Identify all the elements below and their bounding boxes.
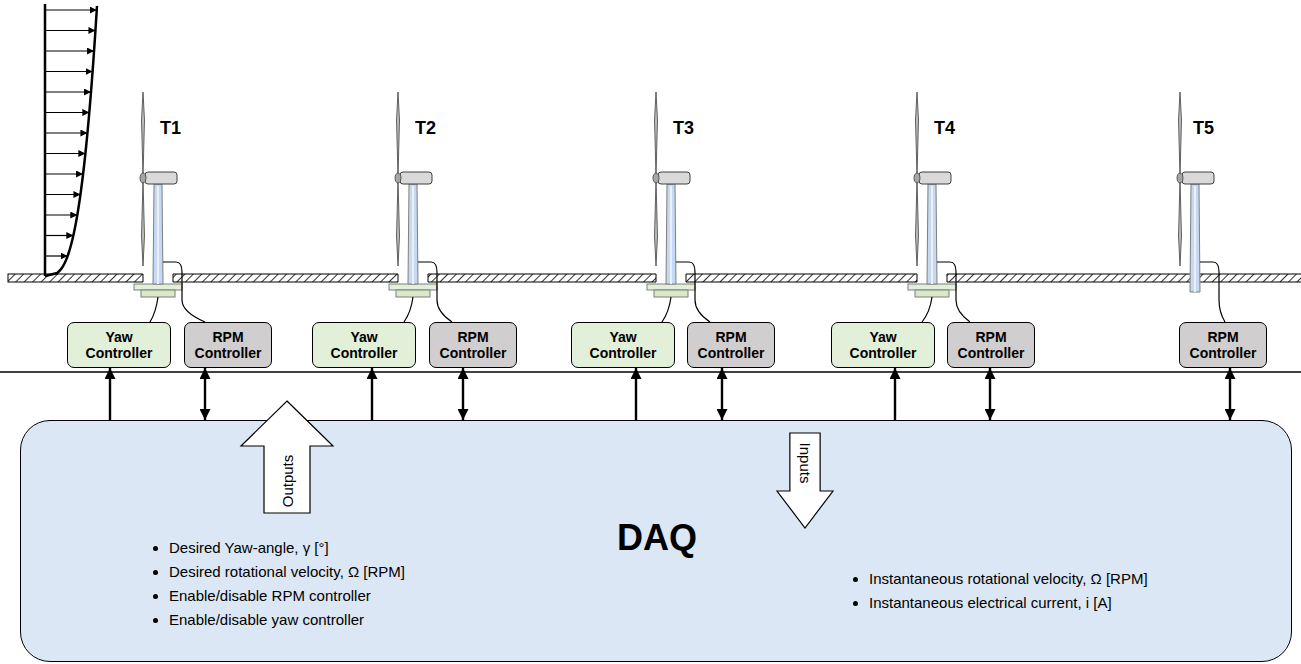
rpm-controller: RPM Controller xyxy=(947,322,1035,368)
signal-arrow xyxy=(721,368,723,420)
turbine xyxy=(134,92,205,322)
turbine-label: T1 xyxy=(160,118,181,139)
velocity-arrow xyxy=(45,173,83,174)
velocity-arrow xyxy=(45,235,73,236)
signal-item: Instantaneous rotational velocity, Ω [RP… xyxy=(869,567,1148,591)
velocity-arrow xyxy=(45,194,80,195)
turbine-label: T5 xyxy=(1193,118,1214,139)
velocity-arrow xyxy=(45,132,87,133)
input-list: Instantaneous rotational velocity, Ω [RP… xyxy=(847,567,1148,615)
signal-arrow xyxy=(462,368,464,420)
bullet-list: Desired Yaw-angle, γ [°]Desired rotation… xyxy=(147,536,405,632)
velocity-arrow xyxy=(45,255,68,256)
signal-item: Enable/disable RPM controller xyxy=(169,584,405,608)
block-arrow-shape xyxy=(241,401,333,513)
controller-label: RPM Controller xyxy=(692,329,770,361)
signal-arrow xyxy=(204,368,206,420)
controller-label: RPM Controller xyxy=(434,329,512,361)
daq-box: DAQDesired Yaw-angle, γ [°]Desired rotat… xyxy=(20,420,1292,662)
turbine xyxy=(389,92,452,322)
signal-arrow xyxy=(894,368,896,420)
bus-line xyxy=(0,371,1301,372)
signal-item: Desired rotational velocity, Ω [RPM] xyxy=(169,560,405,584)
signal-item: Instantaneous electrical current, i [A] xyxy=(869,591,1148,615)
block-arrow-shape xyxy=(777,433,833,528)
controller-label: Yaw Controller xyxy=(836,329,930,361)
turbine-label: T3 xyxy=(673,118,694,139)
controller-label: Yaw Controller xyxy=(317,329,411,361)
velocity-arrow xyxy=(45,91,91,92)
turbine-label: T2 xyxy=(415,118,436,139)
rpm-controller: RPM Controller xyxy=(184,322,272,368)
daq-title: DAQ xyxy=(21,517,1293,559)
signal-arrow xyxy=(371,368,373,420)
controller-label: Yaw Controller xyxy=(576,329,670,361)
velocity-arrow xyxy=(45,71,93,72)
rpm-controller: RPM Controller xyxy=(1179,322,1267,368)
yaw-controller: Yaw Controller xyxy=(571,322,675,368)
yaw-controller: Yaw Controller xyxy=(831,322,935,368)
inflow-profile xyxy=(45,4,97,276)
velocity-arrow xyxy=(45,214,77,215)
bullet-list: Instantaneous rotational velocity, Ω [RP… xyxy=(847,567,1148,615)
turbine xyxy=(1177,92,1225,322)
signal-arrow xyxy=(635,368,637,420)
velocity-arrow xyxy=(45,112,89,113)
velocity-arrow xyxy=(45,30,95,31)
rpm-controller: RPM Controller xyxy=(429,322,517,368)
yaw-controller: Yaw Controller xyxy=(312,322,416,368)
velocity-arrow xyxy=(45,50,94,51)
turbine xyxy=(908,92,970,322)
signal-arrow xyxy=(989,368,991,420)
velocity-arrow xyxy=(45,9,97,10)
signal-item: Enable/disable yaw controller xyxy=(169,608,405,632)
arrow-label: Inputs xyxy=(797,443,814,484)
inputs-arrow: Inputs xyxy=(777,433,833,528)
controller-label: RPM Controller xyxy=(189,329,267,361)
velocity-arrow xyxy=(45,153,85,154)
yaw-controller: Yaw Controller xyxy=(67,322,171,368)
controller-label: Yaw Controller xyxy=(72,329,166,361)
arrow-label: Outputs xyxy=(279,455,296,508)
controller-label: RPM Controller xyxy=(1184,329,1262,361)
rpm-controller: RPM Controller xyxy=(687,322,775,368)
outputs-arrow: Outputs xyxy=(241,401,333,513)
turbine-figures xyxy=(134,92,1225,322)
profile-curve xyxy=(45,6,97,276)
output-list: Desired Yaw-angle, γ [°]Desired rotation… xyxy=(147,536,405,632)
box-title: DAQ xyxy=(21,517,1293,559)
turbine-label: T4 xyxy=(934,118,955,139)
ground-strip xyxy=(8,274,1301,282)
controller-label: RPM Controller xyxy=(952,329,1030,361)
signal-item: Desired Yaw-angle, γ [°] xyxy=(169,536,405,560)
signal-arrow xyxy=(109,368,111,420)
turbine xyxy=(647,92,710,322)
signal-arrow xyxy=(1229,368,1231,420)
